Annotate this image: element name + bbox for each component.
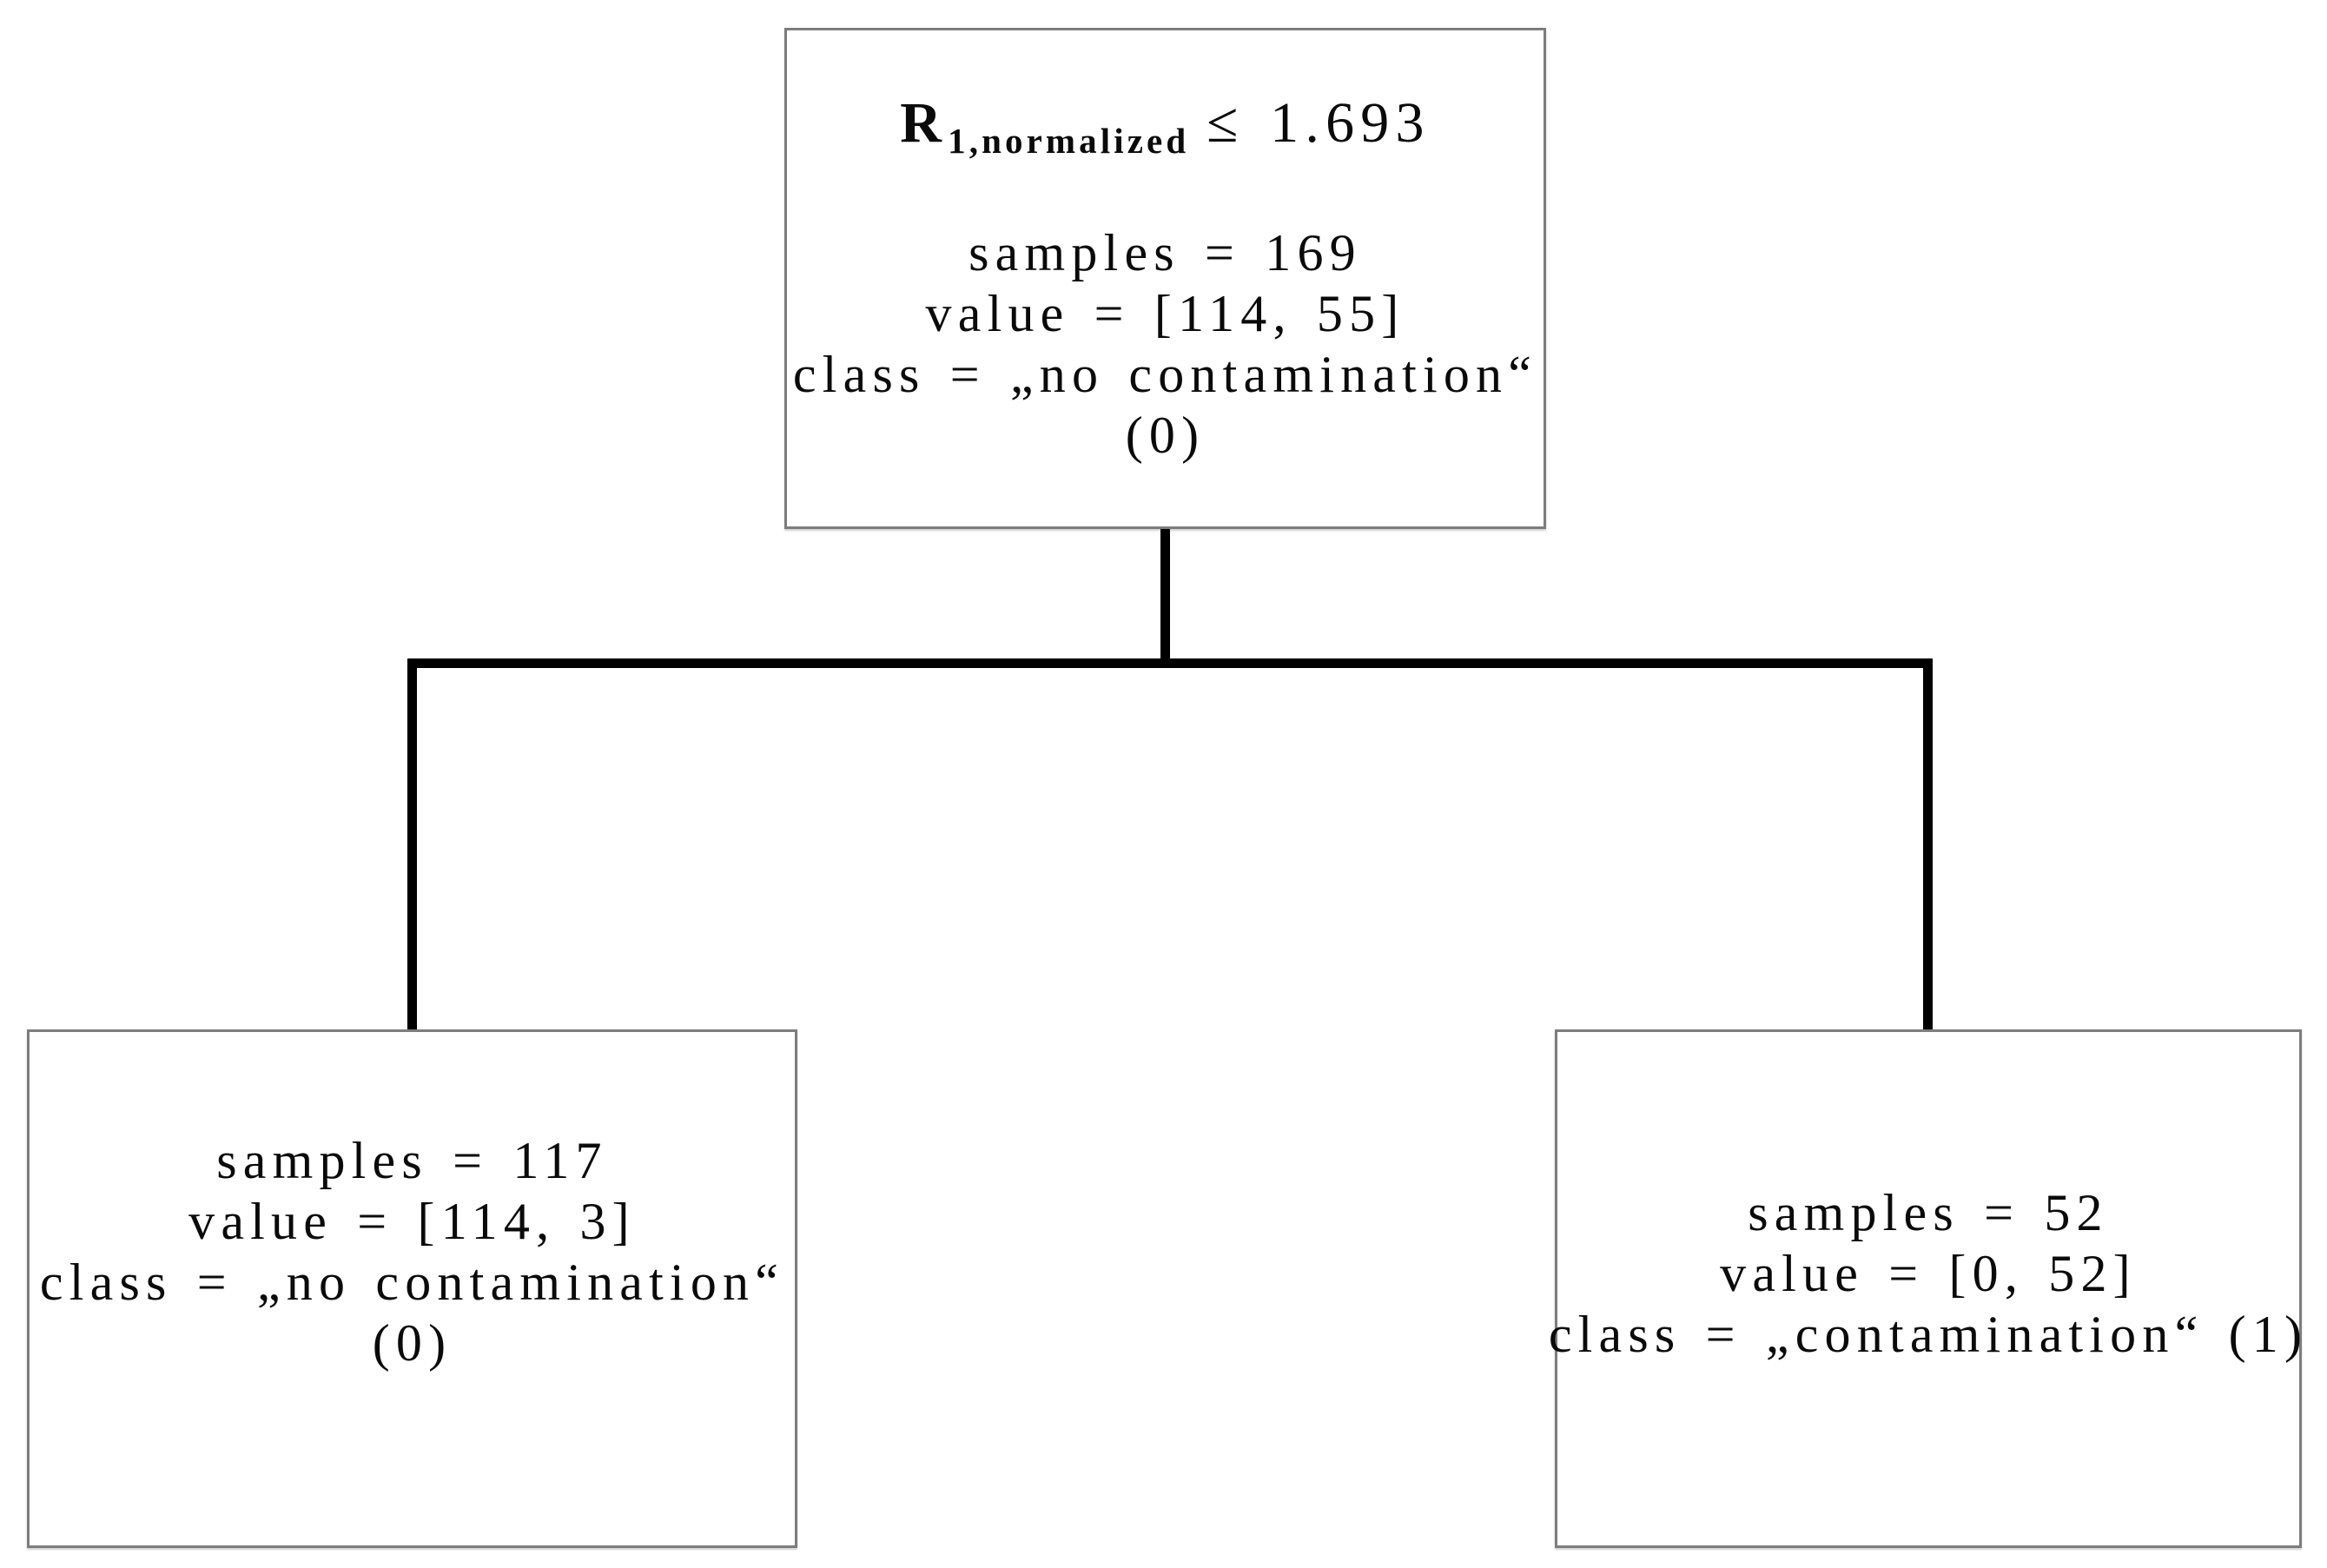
split-condition: R1,normalized ≤ 1.693 (900, 90, 1431, 172)
feature-subscript: 1,normalized (948, 120, 1190, 161)
feature-symbol: R (900, 90, 949, 155)
value-line: value = [0, 52] (1720, 1245, 2137, 1302)
right-leaf-node: samples = 52 value = [0, 52] class = „co… (1549, 1029, 2302, 1548)
class-code-line: (0) (372, 1314, 453, 1372)
class-line: class = „no contamination“ (39, 1254, 785, 1311)
root-node: R1,normalized ≤ 1.693 samples = 169 value… (784, 28, 1546, 529)
samples-line: samples = 52 (1748, 1184, 2109, 1241)
class-code-line: (0) (1125, 406, 1206, 464)
class-line: class = „no contamination“ (792, 345, 1538, 403)
samples-line: samples = 169 (968, 223, 1362, 281)
connector-root-stem (1160, 525, 1170, 668)
connector-horizontal-bar (407, 658, 1933, 668)
connector-right-branch (1923, 658, 1933, 1034)
value-line: value = [114, 55] (925, 284, 1405, 342)
connector-left-branch (407, 658, 417, 1034)
comparison-threshold: ≤ 1.693 (1206, 90, 1431, 155)
value-line: value = [114, 3] (188, 1193, 636, 1250)
class-line: class = „contamination“ (1) (1548, 1306, 2309, 1363)
left-leaf-node: samples = 117 value = [114, 3] class = „… (27, 1029, 797, 1548)
samples-line: samples = 117 (216, 1132, 608, 1189)
